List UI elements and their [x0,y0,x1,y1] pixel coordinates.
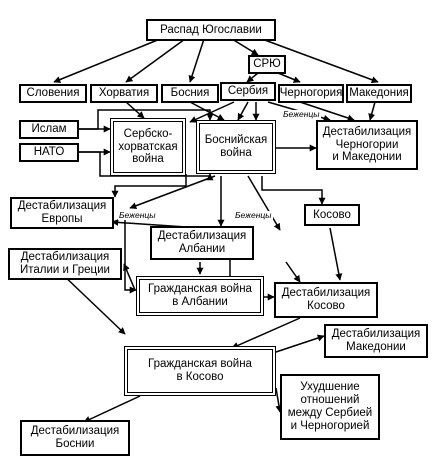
arrow-islam-bosnian-war [78,109,214,130]
node-bosnian-war: Боснийская война [196,120,276,174]
arrow-civil-war-kosovo-macedonia [275,334,325,353]
label-refugees-serbia: Беженцы [282,109,321,119]
node-nato: НАТО [19,143,79,162]
arrow-civil-war-kosovo-bosnia [83,395,141,423]
node-destab-albania: Дестабилизация Албании [150,226,254,260]
node-destab-italy-greece: Дестабилизация Италии и Греции [8,248,122,280]
arrow-bosnian-war-europe [129,175,216,210]
arrow-sryu-serbia [246,72,259,83]
arrow-nato-bosnian-war [78,151,214,181]
arrow-refugees-civil-war-albania [124,220,137,294]
node-serb-croat-war: Сербско- хорватская война [110,118,186,176]
arrow-kosovo-destab-kosovo [329,227,343,281]
arrow-destab-albania-destab-kosovo [285,261,301,283]
arrow-civil-war-kosovo-relations [275,387,283,413]
node-serbia-montenegro-relations: Ухудшение отношений между Сербией и Черн… [280,374,380,440]
arrow-collapse-bosnia [188,38,205,83]
arrow-collapse-croatia [125,38,186,83]
arrow-collapse-slovenia [53,38,161,83]
node-montenegro: Черногория [278,84,344,103]
node-slovenia: Словения [19,84,87,103]
arrow-bosnia-bosnian-war [189,101,225,121]
node-islam: Ислам [19,120,79,139]
node-civil-war-kosovo: Гражданская война в Косово [124,346,276,396]
arrow-serbia-bosnian-war [237,101,249,121]
arrow-serbia-serbcroat-war [189,101,235,123]
node-kosovo: Косово [304,204,360,226]
node-croatia: Хорватия [90,84,158,103]
label-refugees-bosnian-war: Беженцы [234,210,273,220]
node-destab-macedonia: Дестабилизация Македонии [324,324,428,358]
node-yugoslavia-collapse: Распад Югославии [146,19,276,41]
node-sryu: СРЮ [248,55,286,74]
node-macedonia: Македония [346,84,412,103]
node-destab-kosovo: Дестабилизация Косово [274,282,378,318]
arrow-destab-kosovo-civil-war [231,317,301,349]
arrow-collapse-sryu [231,38,259,56]
arrow-bosnian-war-albania-2 [247,175,281,231]
node-destab-montenegro-macedonia: Дестабилизация Черногории и Македонии [316,120,418,170]
node-serbia: Сербия [220,82,276,101]
arrow-albania-italy [123,263,136,291]
arrow-collapse-macedonia [261,38,379,84]
arrow-italy-kosovo [59,271,126,335]
node-destab-bosnia: Дестабилизация Боснии [20,420,130,456]
label-refugees-europe: Беженцы [118,210,157,220]
arrow-montenegro-destab [299,101,355,122]
node-civil-war-albania: Гражданская война в Албании [136,276,264,316]
arrow-sryu-montenegro [277,72,301,83]
arrow-macedonia-destab [368,101,376,121]
arrow-bosnian-war-kosovo [261,176,326,205]
arrow-war-destab-europe [111,174,187,198]
node-bosnia: Босния [161,84,219,103]
node-destab-europe: Дестабилизация Европы [10,197,114,229]
